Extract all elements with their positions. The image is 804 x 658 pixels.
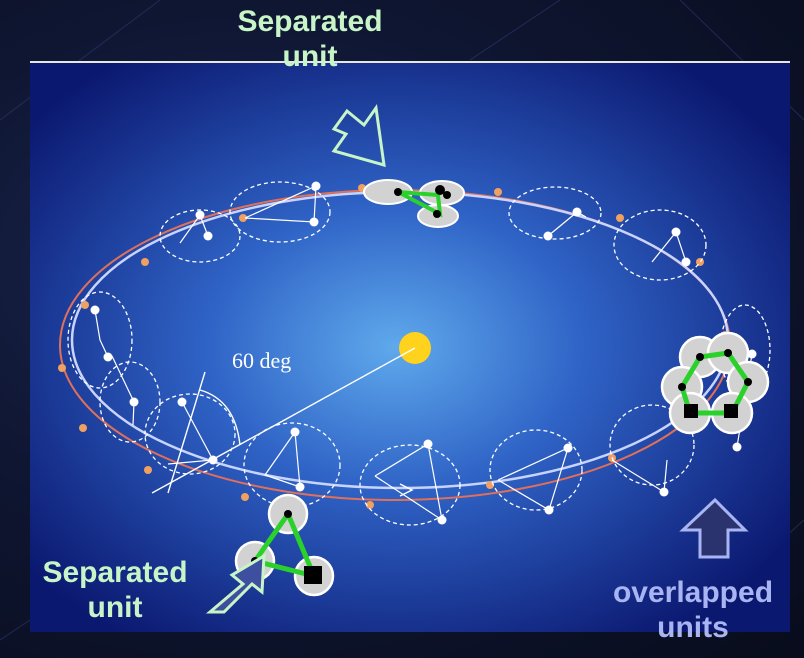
angle-label: 60 deg — [232, 348, 292, 373]
overlapped-units — [660, 331, 770, 435]
right-label-line1: overlapped — [612, 576, 774, 609]
right-label-line2: units — [657, 611, 729, 645]
right-pointer-arrow — [679, 497, 749, 559]
top-label-line2: unit — [282, 40, 338, 74]
overlapped-units-label: overlapped units — [583, 575, 803, 646]
top-label-line1: Separated — [237, 5, 383, 38]
angle-marker — [151, 347, 416, 494]
left-label-line2: unit — [87, 591, 143, 625]
bottom-separated-unit-label: Separated unit — [10, 555, 220, 626]
top-pointer-arrow — [331, 104, 386, 168]
orbit-units — [67, 181, 771, 526]
left-label-line1: Separated — [42, 556, 188, 589]
top-separated-unit-label: Separated unit — [205, 4, 415, 75]
top-separated-unit — [363, 179, 465, 228]
bottom-pointer-arrow — [205, 553, 266, 614]
